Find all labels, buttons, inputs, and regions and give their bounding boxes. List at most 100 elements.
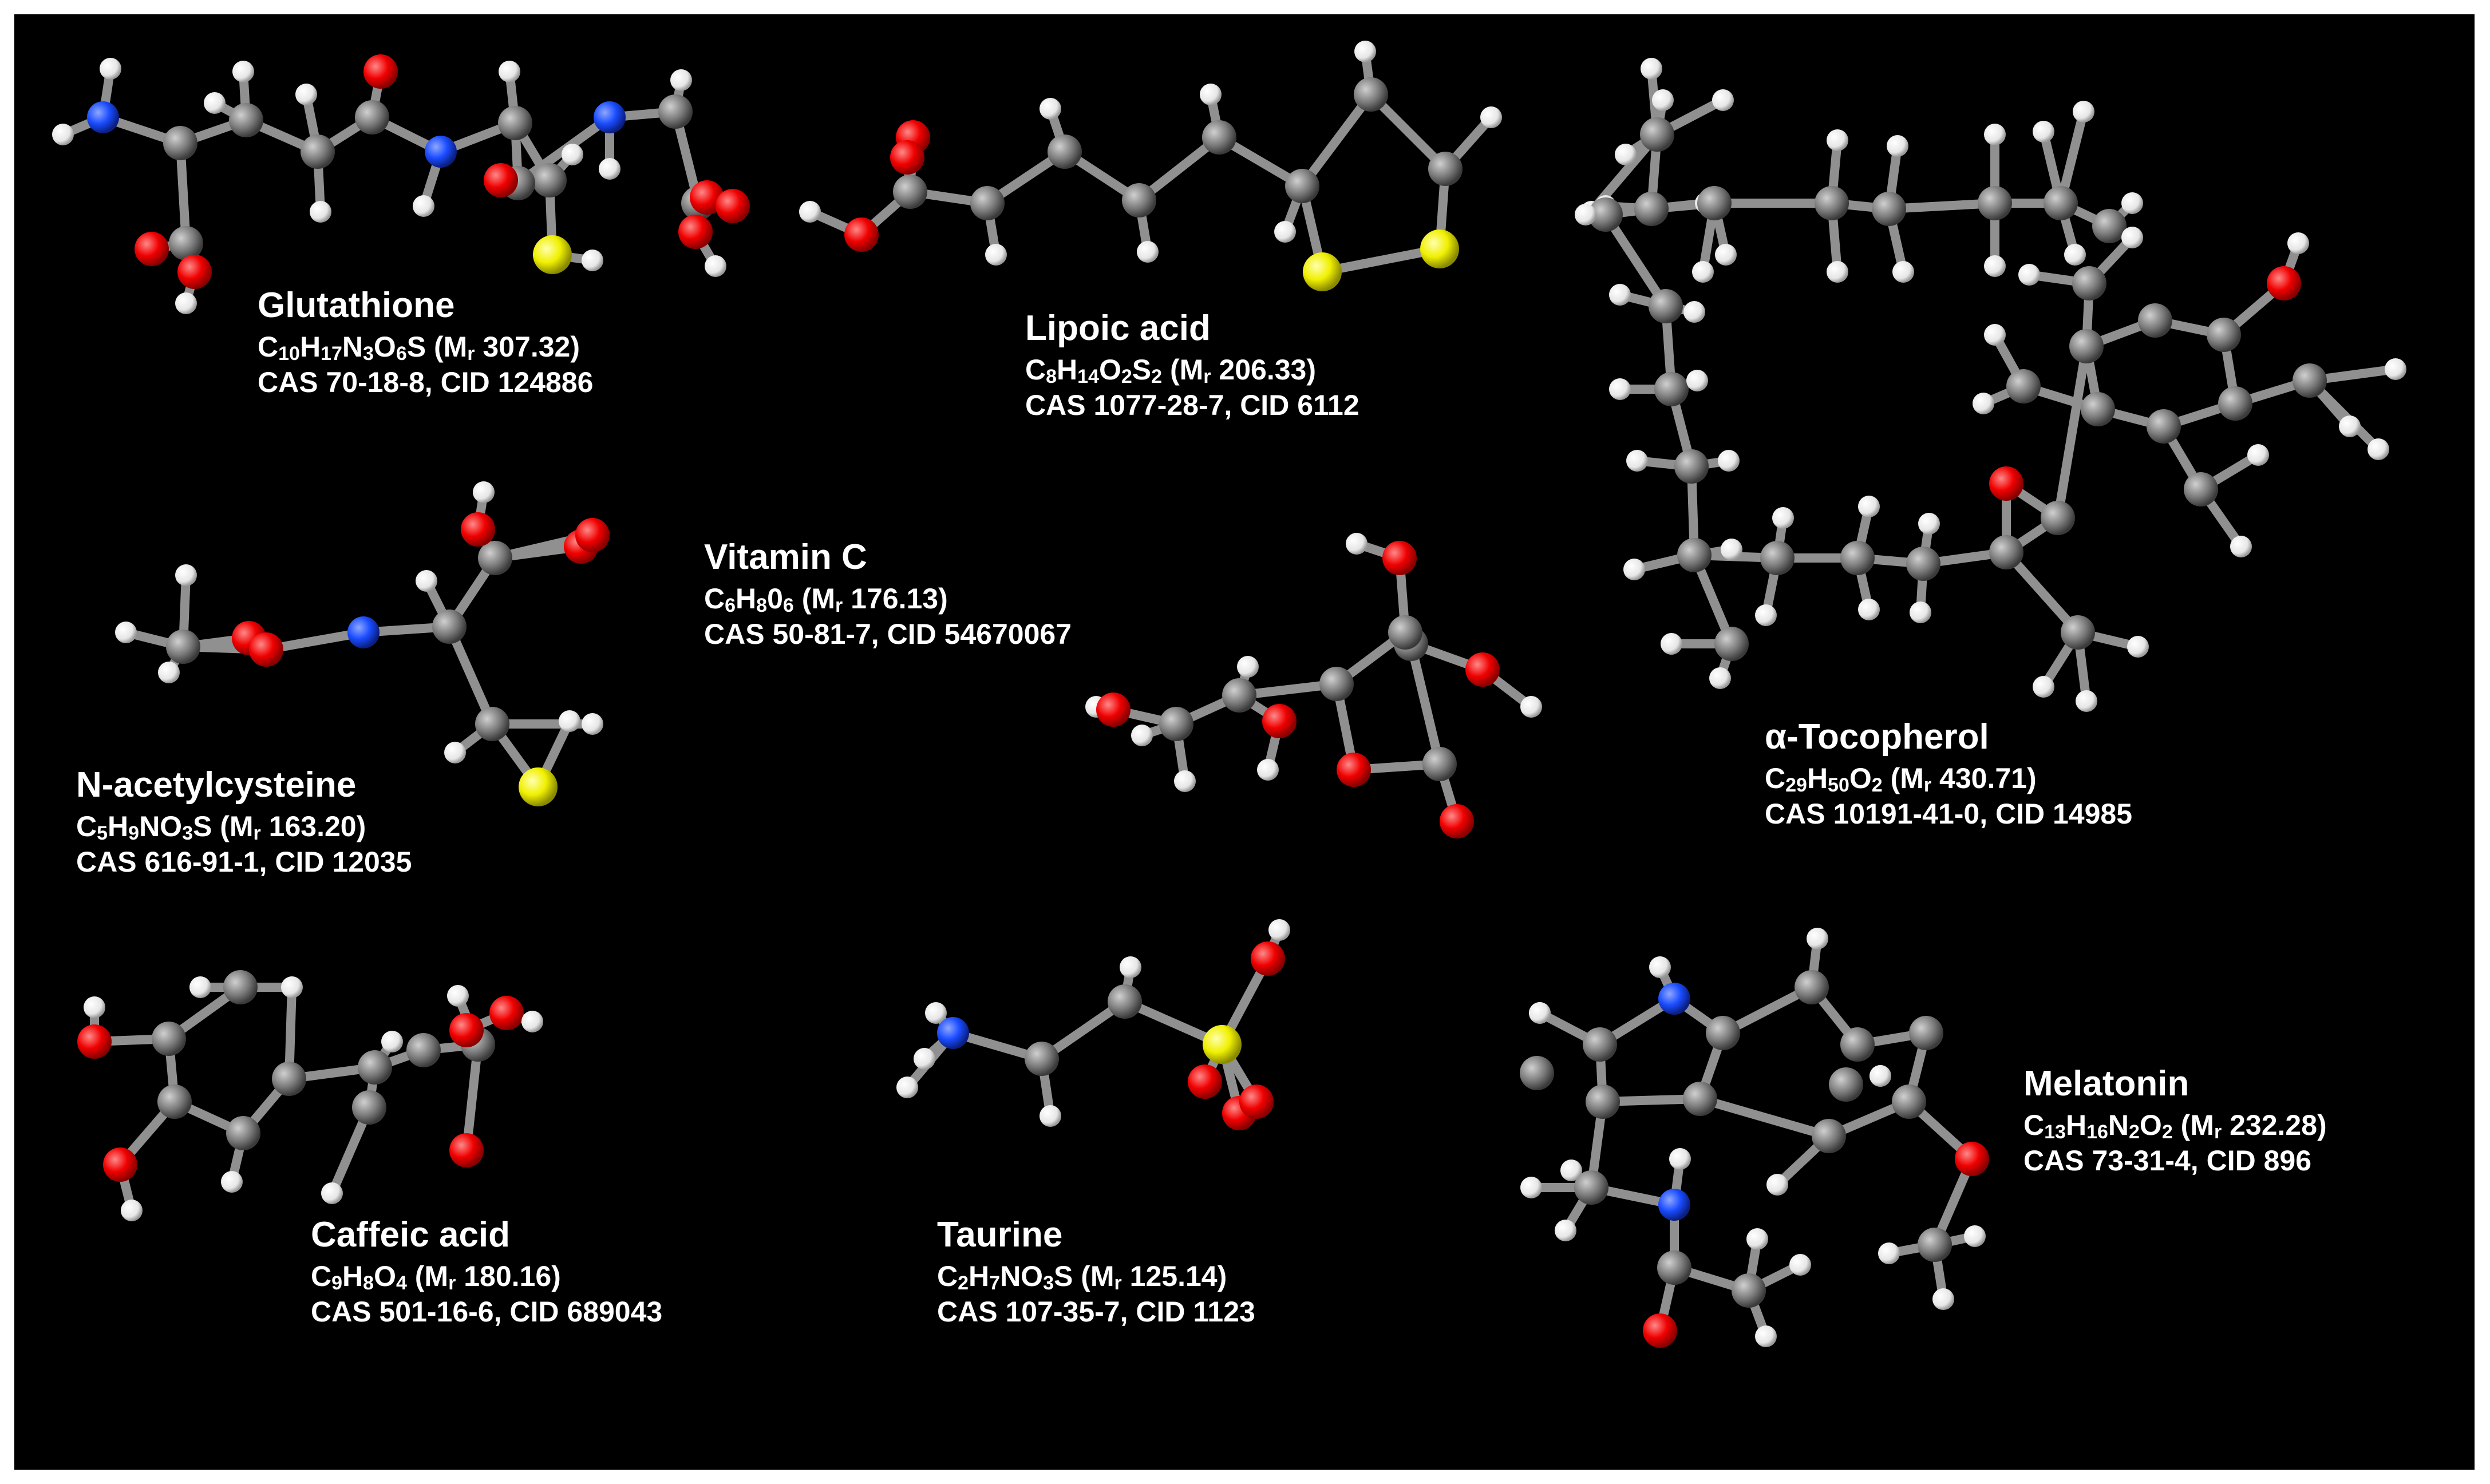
oxygen-atom (1643, 1313, 1677, 1348)
oxygen-atom (135, 232, 169, 266)
hydrogen-atom (175, 292, 197, 314)
hydrogen-atom (447, 985, 469, 1007)
carbon-atom (1677, 538, 1712, 572)
carbon-atom (432, 610, 467, 644)
compound-cas: CAS 107-35-7, CID 1123 (937, 1296, 1255, 1328)
carbon-atom (166, 630, 200, 664)
hydrogen-atom (221, 1171, 243, 1193)
hydrogen-atom (1652, 89, 1674, 111)
bond (1318, 244, 1444, 276)
carbon-atom (2092, 209, 2127, 243)
hydrogen-atom (416, 570, 437, 592)
carbon-atom (406, 1033, 441, 1067)
carbon-atom (1795, 970, 1829, 1004)
carbon-atom (1872, 192, 1906, 226)
hydrogen-atom (413, 195, 434, 217)
glutathione-label: Glutathione C10H17N3O6S (Mr 307.32) CAS … (258, 288, 593, 403)
hydrogen-atom (310, 201, 331, 223)
hydrogen-atom (1964, 1225, 1986, 1247)
carbon-atom (1840, 541, 1875, 575)
hydrogen-atom (2385, 358, 2406, 380)
hydrogen-atom (1609, 284, 1631, 306)
taurine-atoms (896, 919, 1290, 1130)
carbon-atom (2147, 409, 2181, 444)
bond (2053, 342, 2091, 523)
hydrogen-atom (232, 61, 254, 82)
oxygen-atom (103, 1147, 137, 1182)
carbon-atom (1654, 372, 1689, 406)
hydrogen-atom (1649, 956, 1671, 978)
hydrogen-atom (1932, 1288, 1954, 1310)
hydrogen-atom (1827, 261, 1848, 283)
oxygen-atom (1465, 652, 1500, 687)
oxygen-atom (1337, 753, 1371, 787)
carbon-atom (352, 1090, 386, 1125)
compound-formula: C29H50O2 (Mr 430.71) (1765, 762, 2037, 796)
lipoic-atoms (799, 41, 1502, 291)
compound-cas: CAS 50-81-7, CID 54670067 (704, 618, 1072, 650)
sulfur-atom (533, 235, 572, 274)
nac-atoms (115, 481, 610, 806)
carbon-atom (1520, 1056, 1554, 1090)
hydrogen-atom (1200, 84, 1222, 105)
hydrogen-atom (1892, 261, 1914, 283)
hydrogen-atom (1827, 129, 1848, 151)
bond (1298, 90, 1376, 191)
hydrogen-atom (799, 201, 821, 223)
oxygen-atom (449, 1133, 484, 1168)
carbon-atom (498, 106, 532, 140)
hydrogen-atom (2287, 232, 2309, 254)
oxygen-atom (1262, 704, 1297, 738)
bond (1884, 199, 1999, 213)
hydrogen-atom (1772, 507, 1794, 529)
carbon-atom (1829, 1067, 1863, 1102)
tocopherol-label: α-Tocopherol C29H50O2 (Mr 430.71) CAS 10… (1765, 719, 2132, 835)
hydrogen-atom (1609, 378, 1631, 400)
n-acetylcysteine-label: N-acetylcysteine C5H9NO3S (Mr 163.20) CA… (76, 767, 412, 883)
oxygen-atom (363, 54, 398, 89)
hydrogen-atom (1766, 1174, 1788, 1196)
compound-name: N-acetylcysteine (76, 765, 357, 805)
oxygen-atom (1989, 466, 2023, 501)
hydrogen-atom (705, 255, 726, 277)
carbon-atom (1760, 541, 1795, 575)
hydrogen-atom (1709, 667, 1731, 689)
carbon-atom (1222, 678, 1256, 713)
hydrogen-atom (925, 1002, 947, 1024)
carbon-atom (1122, 183, 1156, 217)
sulfur-atom (1303, 252, 1342, 291)
hydrogen-atom (204, 92, 226, 114)
hydrogen-atom (2076, 690, 2097, 712)
hydrogen-atom (2368, 438, 2389, 460)
hydrogen-atom (582, 713, 603, 735)
carbon-atom (229, 103, 263, 137)
molecule-models (52, 41, 2406, 1348)
carbon-atom (1978, 186, 2012, 220)
compound-formula: C9H8O4 (Mr 180.16) (311, 1260, 561, 1294)
hydrogen-atom (1721, 539, 1742, 560)
oxygen-atom (461, 512, 495, 547)
sulfur-atom (1420, 229, 1459, 268)
bond (1366, 90, 1450, 173)
hydrogen-atom (1661, 633, 1682, 655)
nitrogen-atom (1658, 983, 1690, 1015)
hydrogen-atom (1870, 1065, 1891, 1087)
carbon-atom (1159, 707, 1193, 741)
compound-cas: CAS 1077-28-7, CID 6112 (1025, 389, 1359, 421)
hydrogen-atom (2033, 676, 2054, 698)
melatonin-atoms (1520, 928, 1989, 1348)
carbon-atom (2044, 186, 2078, 220)
hydrogen-atom (1858, 599, 1880, 620)
carbon-atom (355, 100, 389, 134)
compound-cas: CAS 10191-41-0, CID 14985 (1765, 798, 2133, 830)
carbon-atom (1812, 1119, 1846, 1153)
hydrogen-atom (1686, 370, 1708, 391)
hydrogen-atom (1560, 1160, 1582, 1181)
carbon-atom (1108, 984, 1142, 1019)
hydrogen-atom (914, 1048, 935, 1070)
hydrogen-atom (985, 244, 1007, 266)
oxygen-atom (575, 518, 610, 552)
figure-canvas: Glutathione C10H17N3O6S (Mr 307.32) CAS … (14, 14, 2475, 1470)
carbon-atom (1683, 1082, 1717, 1116)
vitc-bonds (1092, 539, 1536, 826)
